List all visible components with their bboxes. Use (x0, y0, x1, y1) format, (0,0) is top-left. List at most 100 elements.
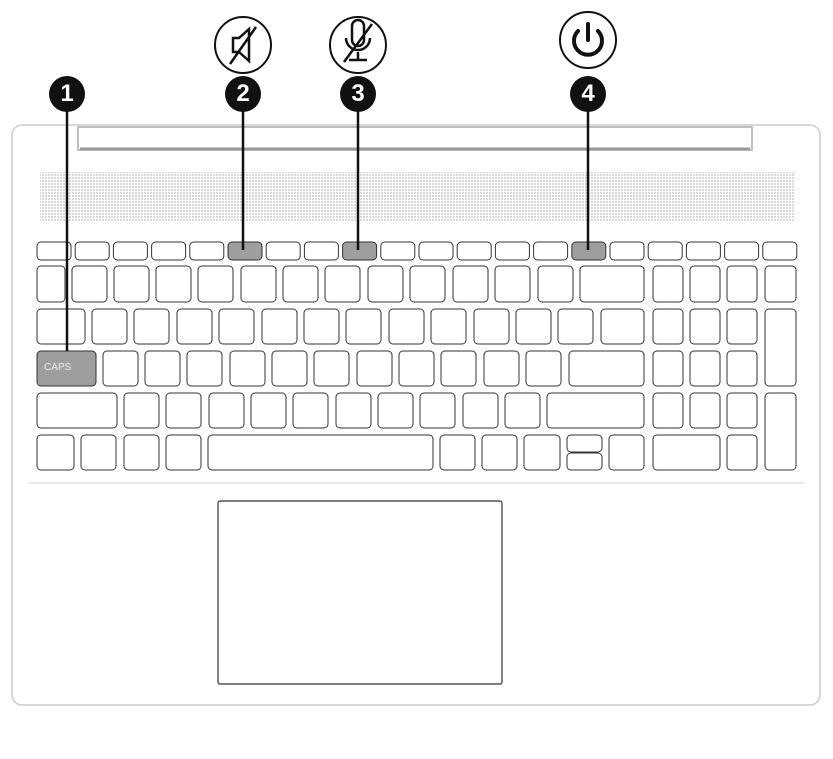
numpad-enter-key (764, 308, 797, 387)
key (439, 434, 476, 471)
key (165, 392, 202, 429)
key (430, 308, 467, 345)
speaker-mute-icon (228, 26, 258, 65)
key (452, 265, 489, 303)
key (303, 308, 340, 345)
key (155, 265, 192, 303)
key (176, 308, 213, 345)
key (409, 265, 446, 303)
key (652, 434, 721, 471)
key (218, 308, 255, 345)
key (557, 308, 594, 345)
key (144, 350, 181, 387)
function-key (494, 241, 530, 261)
key (292, 392, 329, 429)
key (208, 392, 245, 429)
key (440, 350, 477, 387)
function-key (36, 241, 72, 261)
function-key (762, 241, 798, 261)
key (388, 308, 425, 345)
key (504, 392, 541, 429)
key (652, 392, 684, 429)
callout-4: 4 (570, 76, 606, 112)
key (652, 308, 684, 345)
key (36, 392, 118, 429)
key (133, 308, 170, 345)
key (398, 350, 435, 387)
key (165, 434, 202, 471)
key (123, 392, 160, 429)
key (764, 265, 797, 303)
key (261, 308, 298, 345)
function-key (265, 241, 301, 261)
function-key (724, 241, 760, 261)
key (515, 308, 552, 345)
arrow-down-key (566, 452, 603, 471)
key (36, 434, 75, 471)
function-key (418, 241, 454, 261)
key (689, 392, 721, 429)
numpad-plus-key (764, 392, 797, 471)
key (689, 308, 721, 345)
key (483, 350, 520, 387)
key (91, 308, 128, 345)
key (377, 392, 414, 429)
function-key (685, 241, 721, 261)
key (652, 265, 684, 303)
function-key (151, 241, 187, 261)
key (80, 434, 117, 471)
key (726, 265, 758, 303)
key (525, 350, 562, 387)
key (481, 434, 518, 471)
key (102, 350, 139, 387)
key (123, 434, 160, 471)
key (207, 434, 434, 471)
key (36, 308, 86, 345)
function-key (456, 241, 492, 261)
key (608, 434, 645, 471)
key (271, 350, 308, 387)
arrow-up-key (566, 434, 603, 453)
microphone-mute-icon (342, 18, 374, 63)
key (568, 350, 645, 387)
key (494, 265, 531, 303)
key (523, 434, 561, 471)
key (652, 350, 684, 387)
key (726, 392, 758, 429)
power-icon (572, 22, 604, 57)
function-key (609, 241, 645, 261)
caps-key-label: CAPS (44, 362, 72, 373)
key (282, 265, 319, 303)
key (313, 350, 350, 387)
key (229, 350, 266, 387)
key (689, 265, 721, 303)
key (726, 434, 758, 471)
function-key (112, 241, 148, 261)
key (324, 265, 361, 303)
key (356, 350, 393, 387)
key (537, 265, 574, 303)
mic-mute-key (342, 241, 378, 261)
key (197, 265, 234, 303)
key (689, 350, 721, 387)
key (726, 308, 758, 345)
key (345, 308, 382, 345)
function-key (303, 241, 339, 261)
key (186, 350, 223, 387)
function-key (74, 241, 110, 261)
key (71, 265, 108, 303)
function-key (189, 241, 225, 261)
key (250, 392, 287, 429)
key (367, 265, 404, 303)
key (726, 350, 758, 387)
key (36, 265, 66, 303)
speaker-grille (40, 172, 795, 222)
key (240, 265, 277, 303)
hinge (77, 126, 753, 151)
key (600, 308, 645, 345)
mute-key (227, 241, 263, 261)
function-key (533, 241, 569, 261)
function-key (380, 241, 416, 261)
key (113, 265, 150, 303)
